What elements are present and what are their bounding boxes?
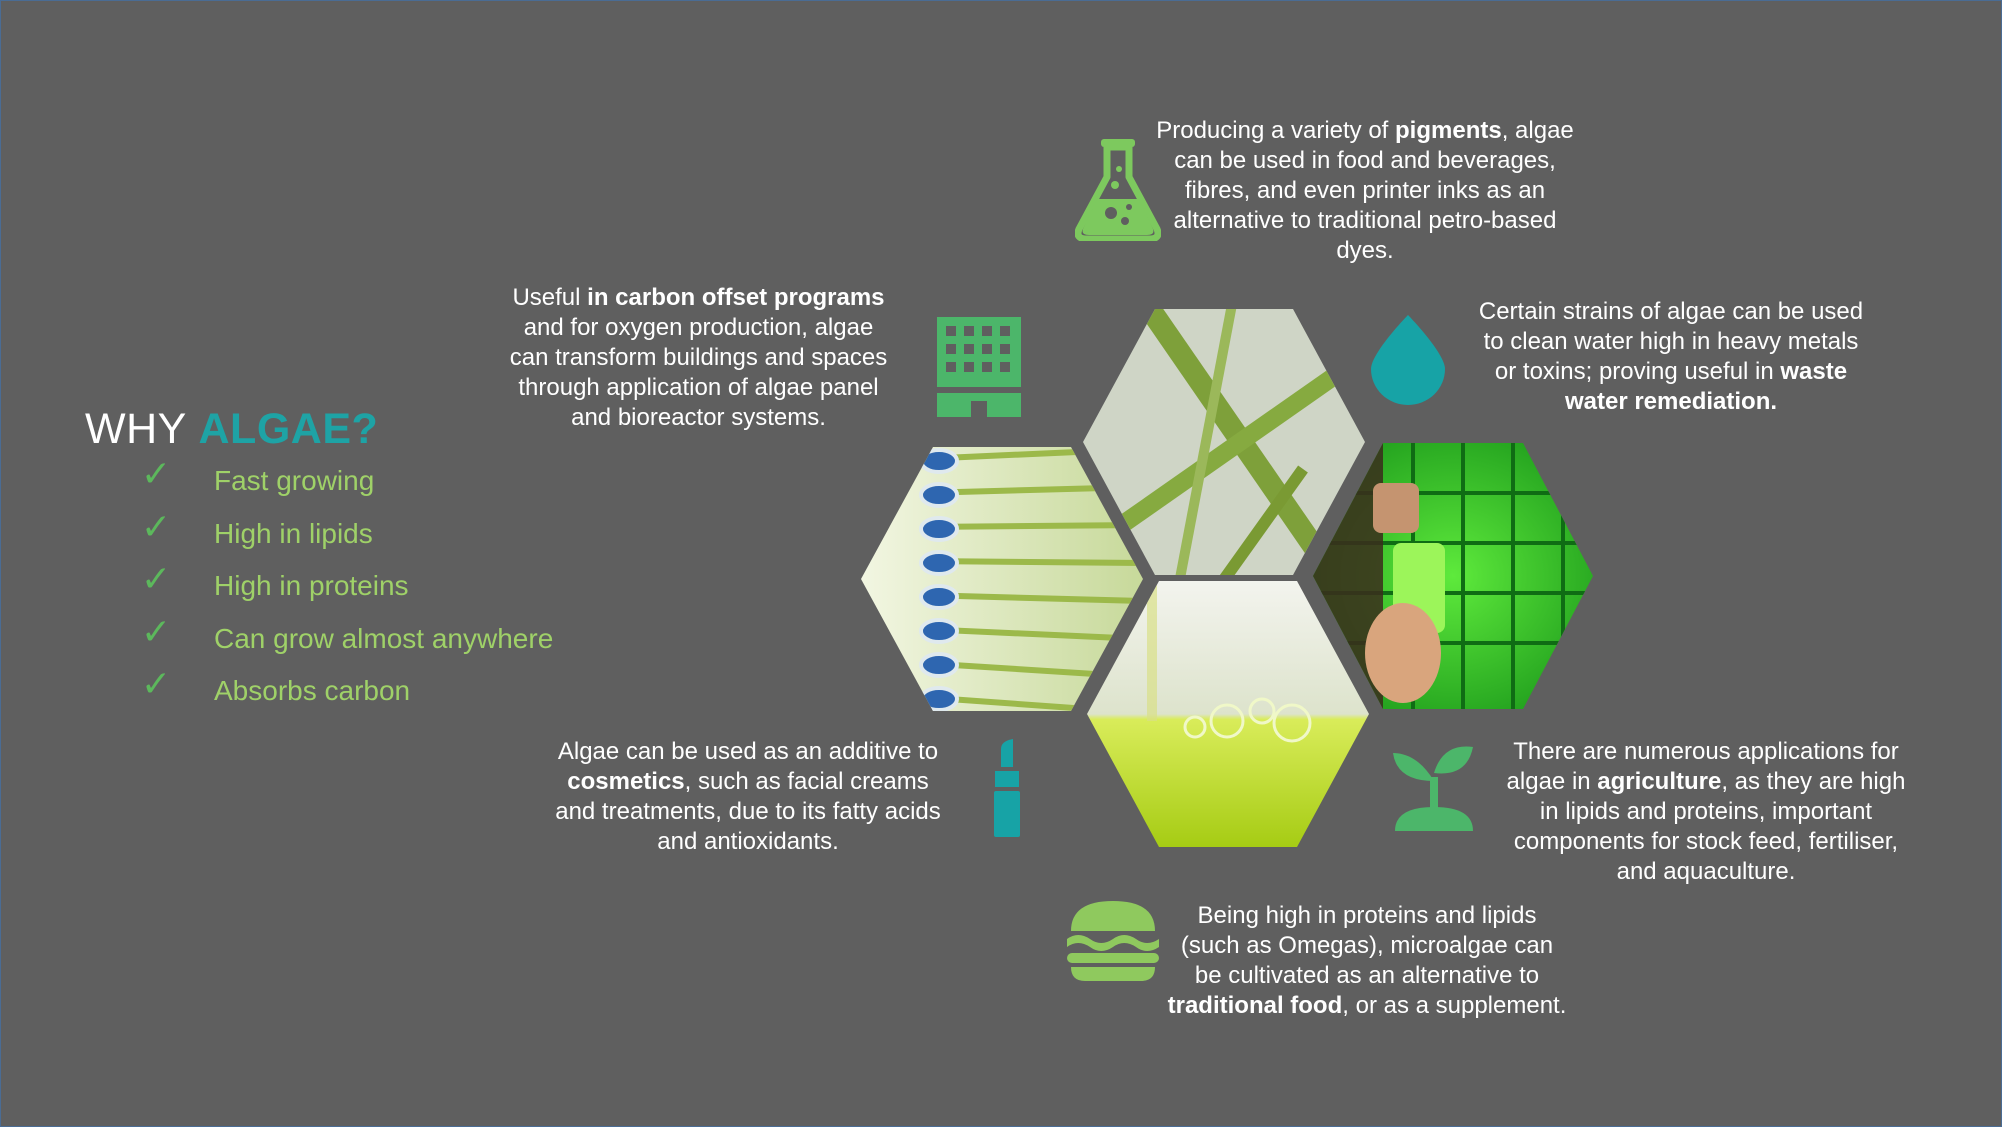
food-blurb: Being high in proteins and lipids (such … — [1167, 902, 1567, 1019]
benefit-label: High in lipids — [214, 517, 373, 549]
benefit-label: High in proteins — [214, 570, 409, 601]
benefit-label: Absorbs carbon — [214, 675, 411, 706]
carbon-offset-blurb: Useful in carbon offset programs and for… — [509, 284, 888, 431]
water-remediation-blurb: Certain strains of algae can be used to … — [1478, 298, 1864, 415]
burger-icon — [1067, 901, 1159, 981]
water-drop-icon — [1371, 315, 1445, 405]
check-icon: ✓ — [141, 506, 172, 548]
check-icon: ✓ — [141, 454, 172, 495]
algae-lab-sample-photo — [1313, 443, 1593, 709]
check-icon: ✓ — [141, 559, 172, 600]
building-icon — [937, 317, 1021, 417]
slide-title: WHY ALGAE? — [85, 405, 378, 454]
agriculture-blurb: There are numerous applications for alga… — [1506, 738, 1906, 885]
title-lead: WHY — [85, 405, 187, 453]
lipstick-icon — [994, 739, 1020, 837]
title-accent: ALGAE? — [198, 405, 379, 453]
check-icon: ✓ — [141, 664, 172, 705]
photobioreactor-tubes-photo — [861, 447, 1143, 711]
algae-culture-liquid-photo — [1087, 581, 1369, 847]
cosmetics-blurb: Algae can be used as an additive to cosm… — [555, 738, 941, 855]
sprout-icon — [1393, 746, 1473, 831]
algae-microscope-photo — [1083, 309, 1365, 575]
flask-icon — [1075, 139, 1161, 241]
benefit-label: Fast growing — [214, 465, 375, 496]
check-icon: ✓ — [141, 611, 172, 653]
pigments-blurb: Producing a variety of pigments, algae c… — [1156, 117, 1574, 264]
benefit-label: Can grow almost anywhere — [214, 622, 554, 654]
